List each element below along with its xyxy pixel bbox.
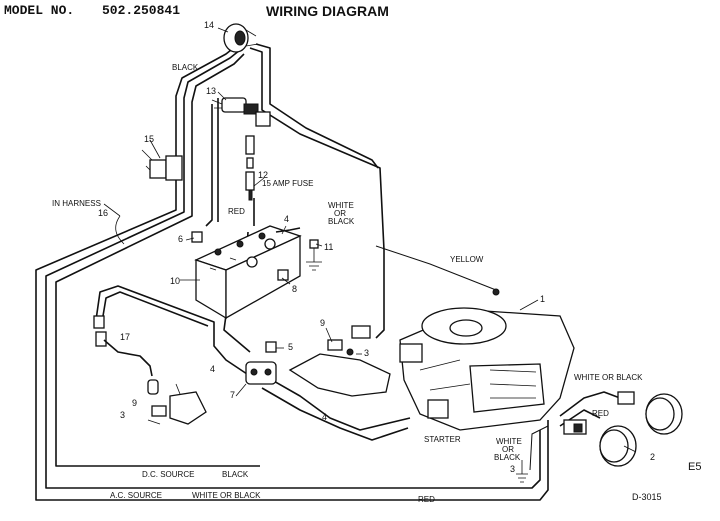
label-black-top: BLACK <box>172 63 199 72</box>
label-or-upper: OR <box>334 209 346 218</box>
ground-wire-3 <box>529 425 549 471</box>
callout-13: 13 <box>206 86 216 96</box>
bolt-5 <box>265 341 277 353</box>
callout-11: 11 <box>324 242 333 252</box>
callout-1: 1 <box>540 294 545 304</box>
label-dc-black: BLACK <box>222 470 249 479</box>
page-code: E5 <box>688 461 701 473</box>
callout-leaders <box>103 27 637 453</box>
ac-source-wire-2 <box>45 49 420 489</box>
label-dc-source: D.C. SOURCE <box>142 470 194 479</box>
callout-5: 5 <box>288 342 293 352</box>
terminal-8 <box>277 269 289 281</box>
left-harness-wire-2 <box>101 291 209 327</box>
callout-4-battery: 4 <box>284 214 289 224</box>
callout-15: 15 <box>144 134 154 144</box>
fuse-15-amp <box>245 135 255 201</box>
white-or-black-wire <box>249 47 385 339</box>
callout-9-center: 9 <box>320 318 325 328</box>
dc-source-wire <box>55 53 260 467</box>
red-bottom-wire <box>300 420 549 501</box>
callout-3-left: 3 <box>120 410 125 420</box>
interlock-switch-left <box>147 379 207 425</box>
ammeter <box>223 23 259 53</box>
wire-labels: BLACK 15 AMP FUSE RED WHITE OR BLACK IN … <box>52 63 701 504</box>
model-number: 502.250841 <box>102 3 180 18</box>
callout-2: 2 <box>650 452 655 462</box>
callout-17: 17 <box>120 332 130 342</box>
hold-down-6 <box>191 231 203 243</box>
headlight-lower <box>599 425 637 467</box>
label-black-low: BLACK <box>494 453 521 462</box>
interlock-switch-center <box>288 325 391 397</box>
cable-4-upper <box>275 227 301 233</box>
white-black-bottom-wire <box>420 430 541 489</box>
left-harness-wire <box>95 285 251 377</box>
callout-14: 14 <box>204 20 214 30</box>
model-label: MODEL NO. <box>4 3 74 18</box>
light-connector-upper <box>617 391 635 405</box>
drawing-number: D-3015 <box>632 492 662 502</box>
callout-9-left: 9 <box>132 398 137 408</box>
light-switch <box>141 149 183 181</box>
label-starter: STARTER <box>424 435 461 444</box>
label-ac-source: A.C. SOURCE <box>110 491 162 500</box>
callout-4-starter: 4 <box>322 412 327 422</box>
label-ac-white-or-black: WHITE OR BLACK <box>192 491 261 500</box>
starter-cable <box>271 379 411 431</box>
headlight-upper <box>645 393 683 435</box>
callout-8: 8 <box>292 284 297 294</box>
harness-inner <box>205 104 213 227</box>
starter-cable-2 <box>261 387 409 441</box>
label-black-upper: BLACK <box>328 217 355 226</box>
label-15-amp-fuse: 15 AMP FUSE <box>262 179 313 188</box>
diagram-title: WIRING DIAGRAM <box>266 3 389 19</box>
callout-7: 7 <box>230 390 235 400</box>
label-white-upper: WHITE <box>328 201 354 210</box>
label-red-bottom: RED <box>418 495 435 504</box>
callout-3-bottom: 3 <box>510 464 515 474</box>
ac-source-wire <box>35 45 300 501</box>
label-red-top: RED <box>228 207 245 216</box>
label-white-low: WHITE <box>496 437 522 446</box>
light-wire-upper <box>559 391 621 417</box>
callout-6: 6 <box>178 234 183 244</box>
wire-harness <box>35 43 621 501</box>
label-in-harness: IN HARNESS <box>52 199 101 208</box>
callout-numbers: 14 13 15 12 4 6 11 10 8 1 17 9 5 3 4 7 9… <box>98 20 655 474</box>
ignition-key-switch <box>211 97 271 127</box>
callout-3-center: 3 <box>364 348 369 358</box>
label-yellow: YELLOW <box>450 255 484 264</box>
callout-10: 10 <box>170 276 180 286</box>
label-or-low: OR <box>502 445 514 454</box>
label-white-or-black-right: WHITE OR BLACK <box>574 373 643 382</box>
harness-plug-17 <box>93 315 153 377</box>
starter-solenoid <box>245 361 277 385</box>
ground-bolt-11 <box>306 239 322 271</box>
callout-12: 12 <box>258 170 268 180</box>
label-red-right: RED <box>592 409 609 418</box>
light-connector-lower <box>563 419 587 435</box>
callout-16: 16 <box>98 208 108 218</box>
battery <box>194 225 302 320</box>
callout-4-solenoid: 4 <box>210 364 215 374</box>
yellow-wire <box>375 245 497 291</box>
engine <box>399 288 575 431</box>
harness-upper <box>255 43 379 169</box>
ground-bottom-3 <box>516 460 528 483</box>
